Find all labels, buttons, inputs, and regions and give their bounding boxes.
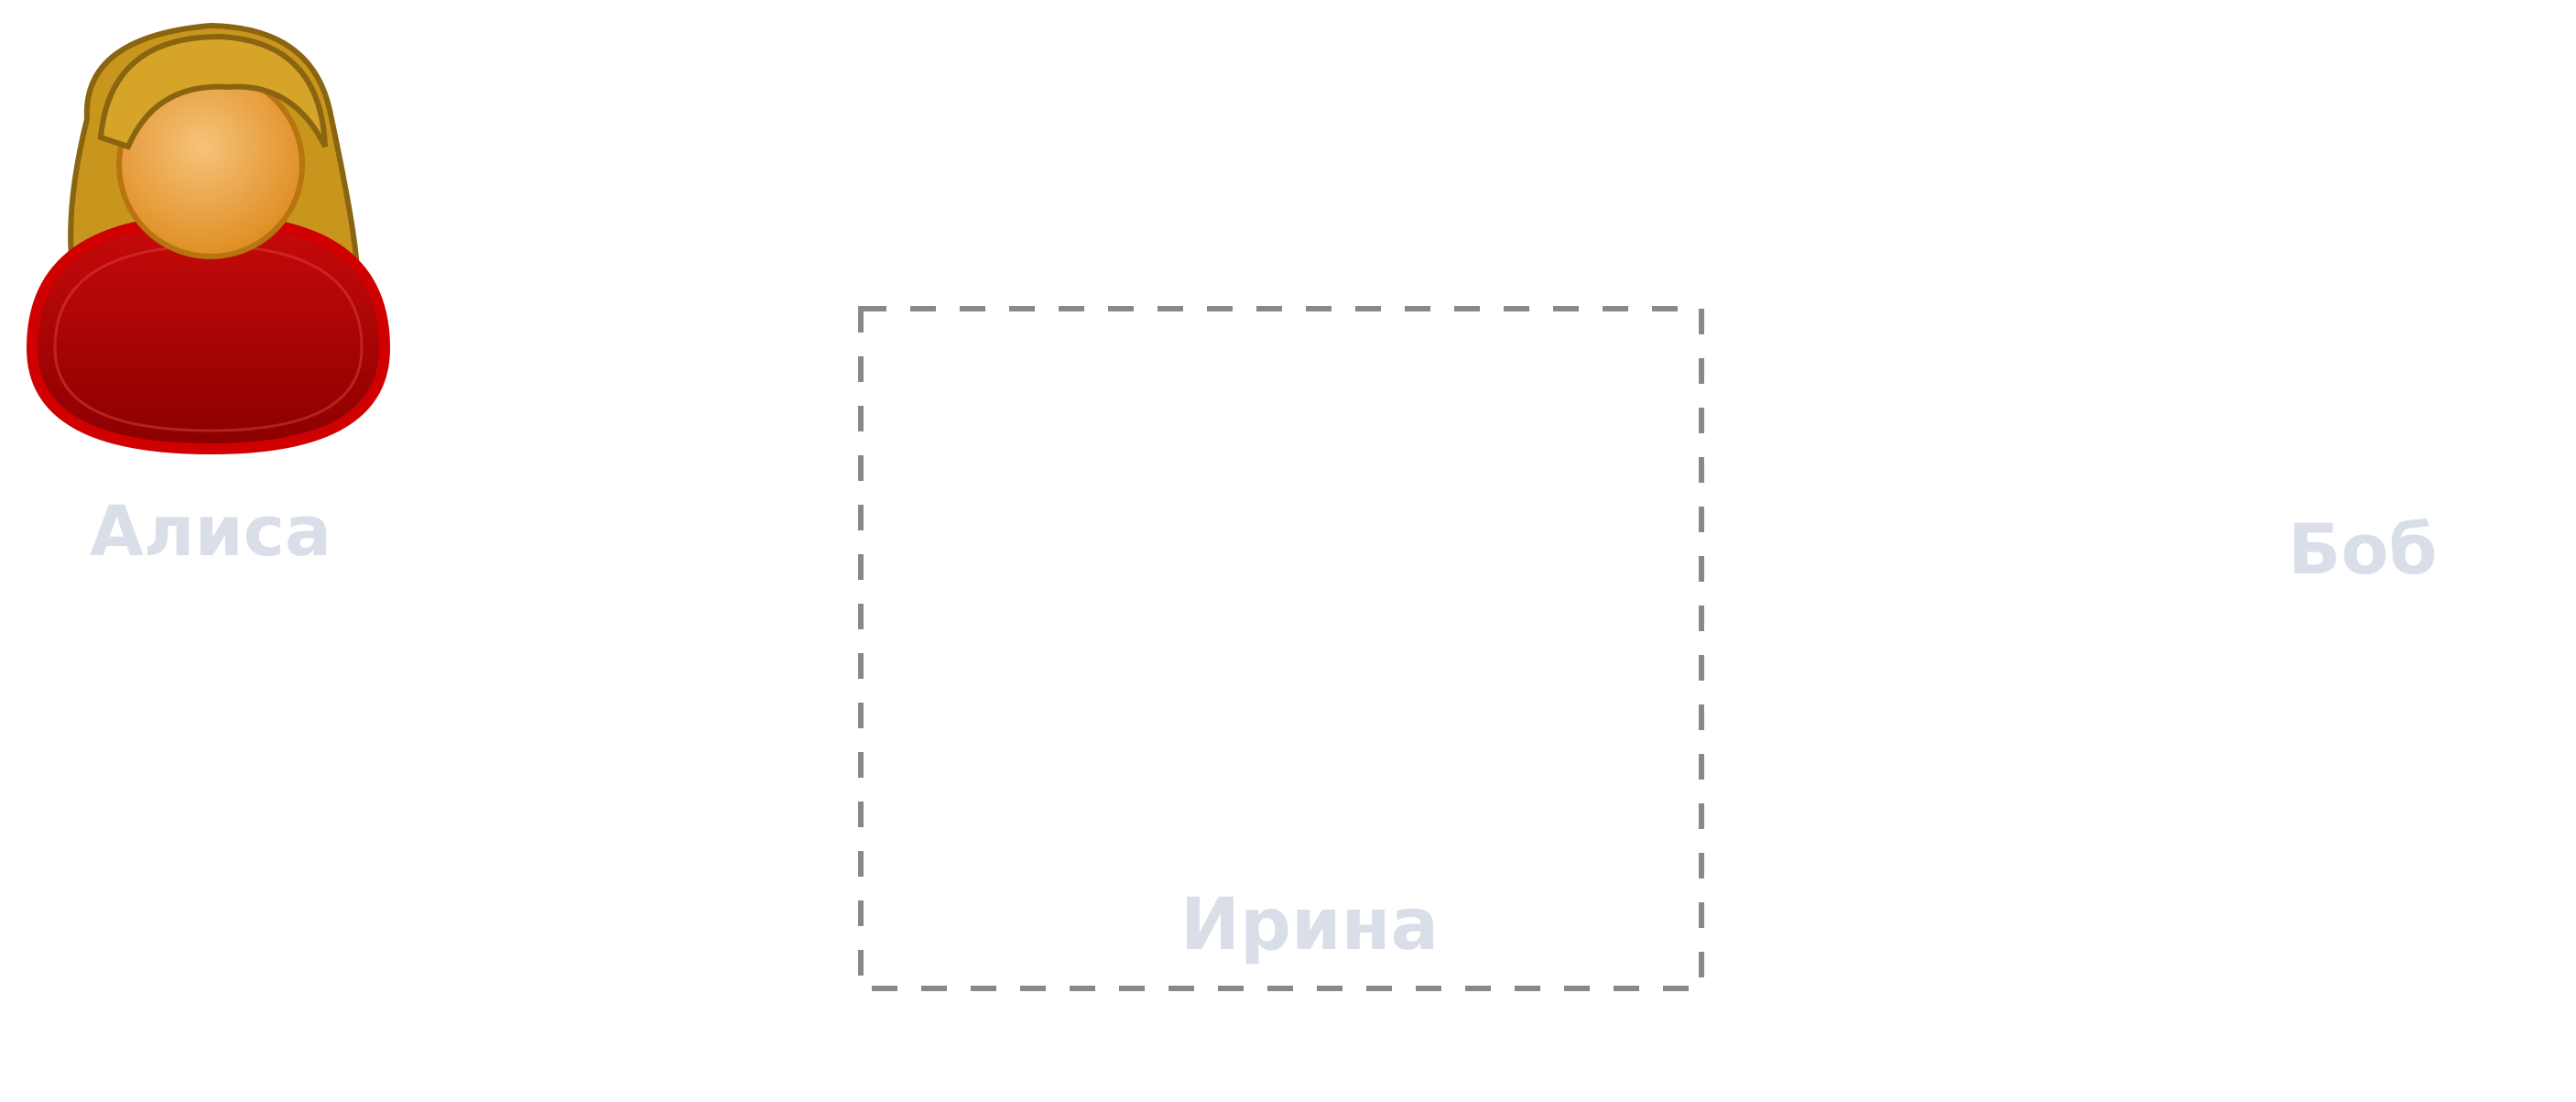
eve-label: Ирина	[1179, 884, 1440, 966]
alice-avatar-icon	[26, 22, 391, 455]
alice-label: Алиса	[89, 490, 332, 572]
eavesdrop-zone-box	[858, 306, 1704, 991]
bob-label: Боб	[2288, 508, 2438, 590]
